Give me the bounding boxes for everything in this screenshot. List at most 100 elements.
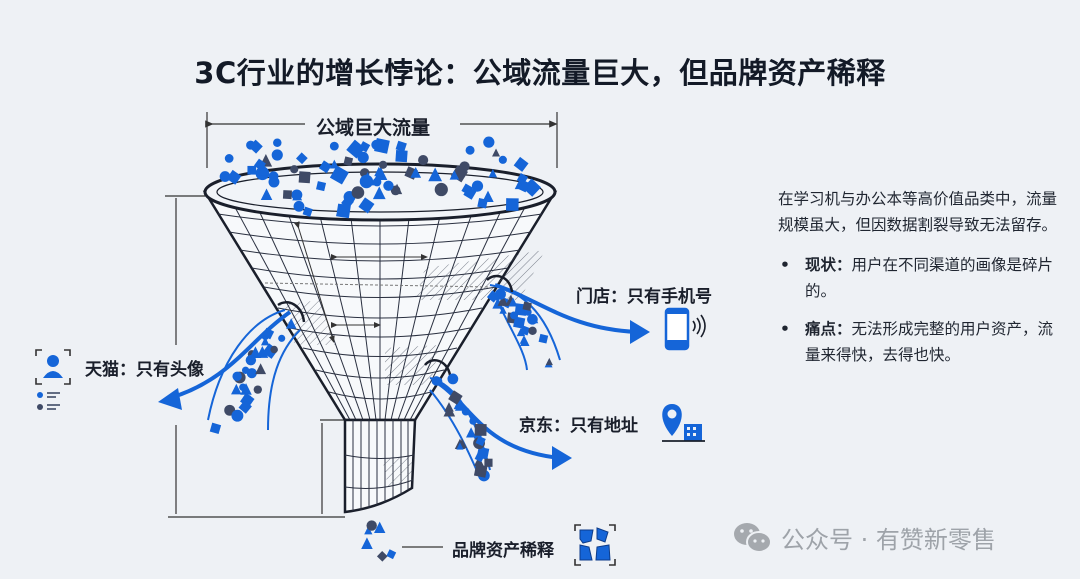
particle-square	[538, 333, 549, 344]
bullet-sep: ：	[836, 256, 852, 274]
particle-circle	[241, 366, 250, 374]
particle-square	[358, 197, 375, 214]
particle-circle	[447, 373, 459, 385]
particle-circle	[431, 376, 442, 386]
side-panel: 在学习机与办公本等高价值品类中，流量规模虽大，但因数据割裂导致无法留存。 • 现…	[778, 186, 1063, 380]
particle-triangle	[456, 442, 464, 450]
fragmented-asset-icon	[574, 524, 616, 566]
particle-triangle	[391, 183, 403, 195]
particle-circle	[366, 520, 377, 531]
particle-circle	[278, 334, 286, 342]
bullet-pain-point: • 痛点：无法形成完整的用户资产，流量来得快，去得也快。	[778, 316, 1063, 368]
bullet-sep: ：	[836, 320, 852, 338]
user-profile-icon	[35, 349, 71, 410]
particle-circle	[224, 154, 234, 163]
particle-circle	[271, 149, 283, 161]
particle-triangle	[256, 162, 270, 176]
particle-square	[316, 181, 327, 192]
arrow-to-tmall	[158, 388, 182, 410]
particle-square	[395, 150, 408, 163]
particle-triangle	[361, 537, 373, 549]
particle-square	[474, 423, 487, 436]
particle-square	[343, 156, 354, 167]
particle-circle	[510, 311, 518, 320]
particle-triangle	[255, 363, 267, 375]
particle-square	[248, 139, 263, 154]
bullet-dot: •	[780, 256, 790, 274]
location-building-icon	[662, 404, 705, 442]
particle-triangle	[454, 399, 467, 411]
particle-circle	[379, 160, 388, 169]
particle-circle	[371, 139, 382, 150]
particle-square	[448, 390, 463, 405]
particle-triangle	[497, 295, 509, 306]
particle-square	[473, 464, 488, 478]
channel-label-store: 门店：只有手机号	[576, 287, 712, 307]
particle-triangle	[514, 180, 524, 190]
particle-triangle	[373, 521, 386, 534]
particle-triangle	[329, 159, 339, 169]
stream-tmall	[169, 309, 301, 431]
particle-circle	[418, 155, 429, 166]
watermark: 公众号 · 有赞新零售	[733, 520, 996, 555]
watermark-text: 公众号 · 有赞新零售	[781, 526, 996, 554]
funnel	[202, 162, 558, 514]
particle-circle	[245, 354, 257, 366]
page-title: 3C行业的增长悖论：公域流量巨大，但品牌资产稀释	[194, 56, 886, 90]
top-dimension-line	[205, 112, 558, 168]
bullet-text: 用户在不同渠道的画像是碎片的。	[805, 256, 1054, 300]
particle-circle	[351, 186, 365, 199]
particle-square	[484, 458, 493, 467]
particle-square	[298, 171, 311, 184]
particle-circle	[290, 165, 299, 174]
wechat-icon	[734, 522, 772, 553]
particle-circle	[270, 345, 278, 354]
top-traffic-label: 公域巨大流量	[316, 117, 431, 139]
brand-asset-label: 品牌资产稀释	[452, 541, 554, 561]
particle-triangle	[482, 190, 494, 203]
height-dimension-line	[165, 195, 345, 518]
particle-circle	[329, 141, 339, 151]
particle-square	[282, 190, 292, 200]
bullet-dot: •	[780, 320, 790, 338]
particle-square	[247, 165, 257, 175]
particle-square	[346, 139, 366, 159]
arrow-to-store	[630, 320, 650, 344]
particle-triangle	[231, 383, 242, 395]
particle-circle	[268, 171, 279, 182]
particle-triangle	[240, 383, 252, 395]
particle-square	[395, 140, 407, 153]
particle-square	[329, 165, 349, 185]
particle-square	[262, 327, 275, 340]
particle-triangle	[473, 456, 484, 466]
particle-circle	[434, 182, 448, 197]
particle-triangle	[520, 336, 530, 347]
side-bullets: • 现状：用户在不同渠道的画像是碎片的。 • 痛点：无法形成完整的用户资产，流量…	[778, 252, 1063, 368]
particle-circle	[291, 189, 303, 201]
particle-triangle	[374, 166, 384, 177]
channel-label-tmall: 天猫：只有头像	[85, 360, 204, 380]
particle-triangle	[372, 186, 386, 200]
bullet-text: 无法形成完整的用户资产，流量来得快，去得也快。	[805, 320, 1054, 364]
particle-triangle	[465, 427, 477, 438]
arrow-to-jd	[552, 446, 572, 470]
particle-square	[386, 549, 397, 560]
particle-triangle	[545, 357, 553, 366]
particle-triangle	[499, 306, 507, 314]
traffic-particles	[209, 136, 553, 562]
particle-circle	[471, 180, 484, 192]
particle-triangle	[528, 313, 539, 324]
particle-square	[522, 301, 532, 311]
particle-triangle	[335, 202, 349, 216]
particle-square	[513, 316, 526, 329]
particle-square	[209, 422, 222, 435]
particle-triangle	[256, 345, 269, 358]
particle-square	[318, 160, 332, 174]
particle-square	[475, 435, 486, 447]
side-intro: 在学习机与办公本等高价值品类中，流量规模虽大，但因数据割裂导致无法留存。	[778, 190, 1058, 234]
particle-triangle	[260, 336, 270, 346]
particle-triangle	[443, 404, 456, 417]
particle-square	[376, 550, 388, 562]
particle-triangle	[492, 148, 501, 157]
particle-triangle	[260, 188, 273, 201]
